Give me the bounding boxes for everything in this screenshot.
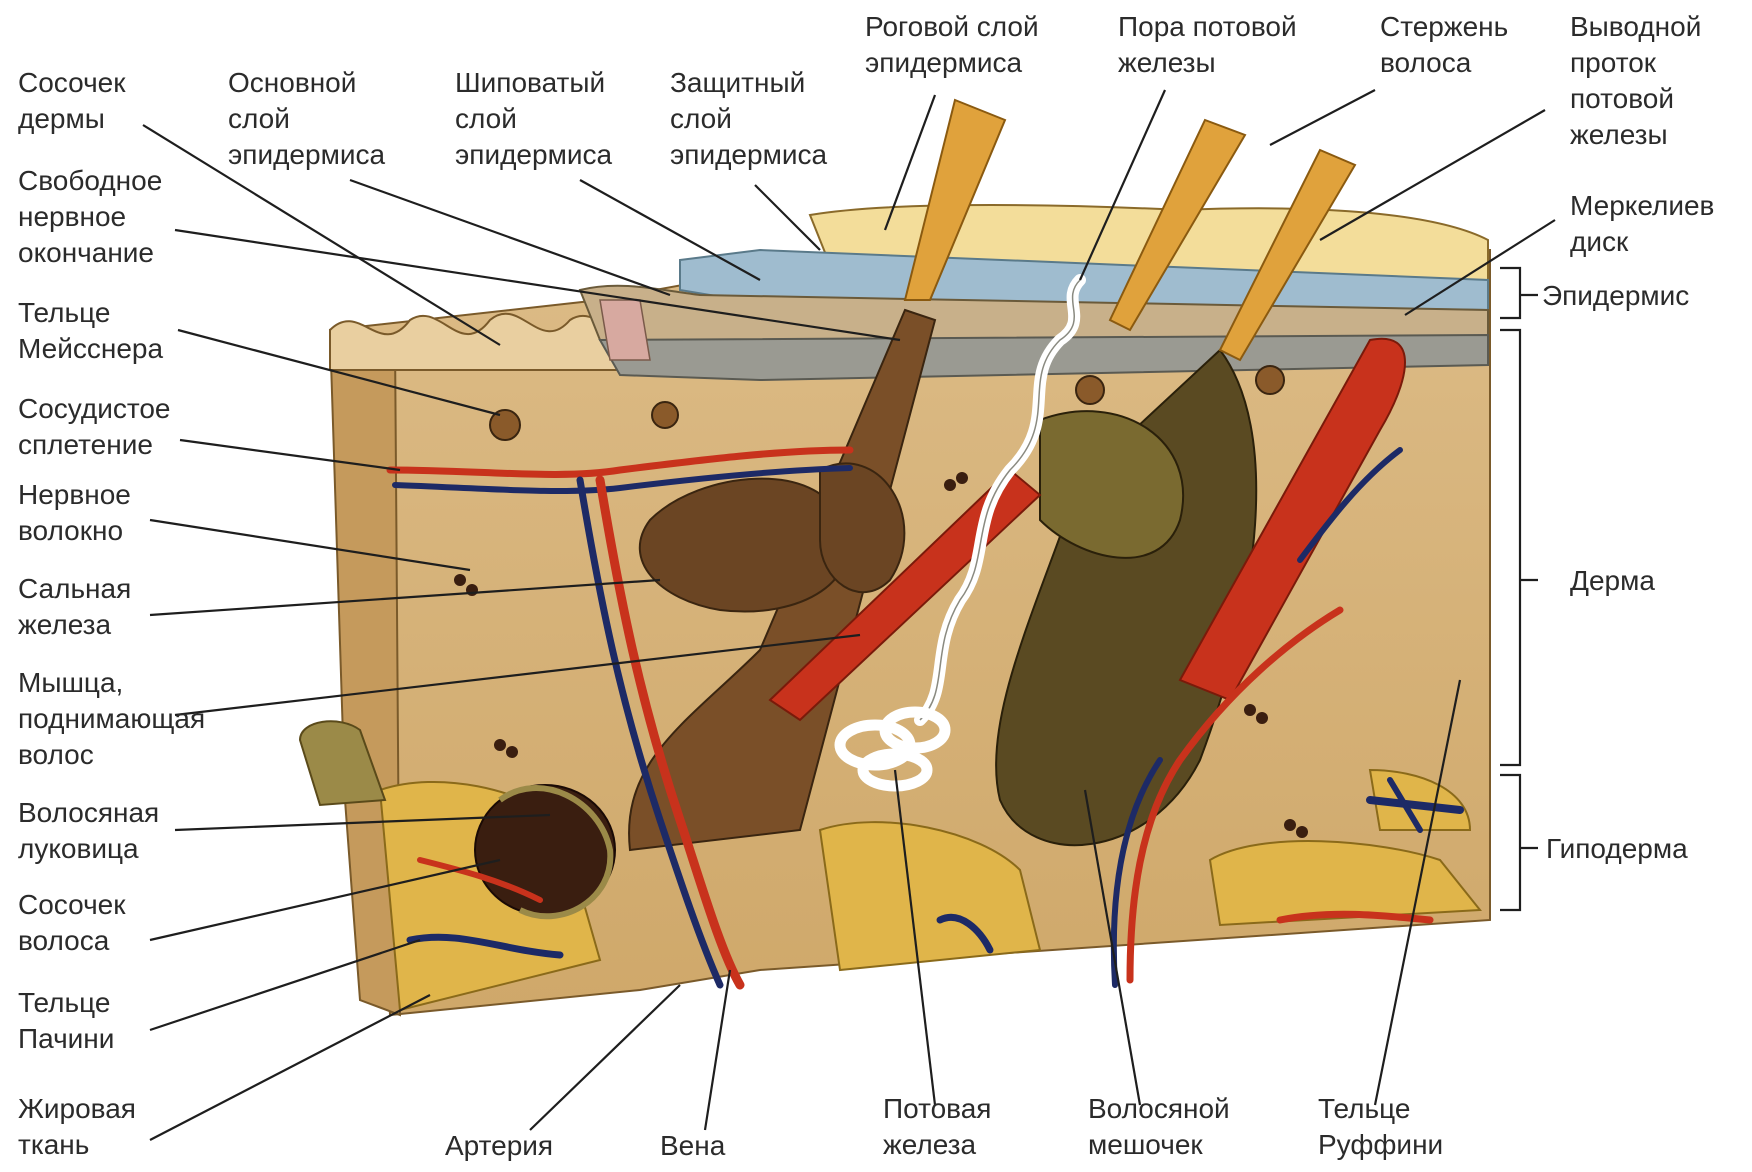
- label-derma: Дерма: [1570, 565, 1655, 596]
- label-meshochek: Волосяной мешочек: [1088, 1093, 1237, 1160]
- label-arteriya: Артерия: [445, 1130, 553, 1161]
- label-osnovnoy-sloy: Основной слой эпидермиса: [228, 67, 385, 170]
- label-potovaya: Потовая железа: [883, 1093, 999, 1160]
- label-pacini: Тельце Пачини: [18, 987, 118, 1054]
- label-gipoderma: Гиподерма: [1546, 833, 1688, 864]
- label-lukovitsa: Волосяная луковица: [18, 797, 167, 864]
- label-svobodnoe-nervnoe: Свободное нервное окончание: [18, 165, 170, 268]
- label-epidermis: Эпидермис: [1542, 280, 1689, 311]
- label-zashchitny-sloy: Защитный слой эпидермиса: [670, 67, 827, 170]
- label-sosochek-dermy: Сосочек дермы: [18, 67, 133, 134]
- label-meissner: Тельце Мейсснера: [18, 297, 163, 364]
- label-nervnoe-volokno: Нервное волокно: [18, 479, 139, 546]
- label-shipovaty-sloy: Шиповатый слой эпидермиса: [455, 67, 613, 170]
- label-merkel: Меркелиев диск: [1570, 190, 1722, 257]
- layer-brackets: [1500, 268, 1538, 910]
- label-salnaya: Сальная железа: [18, 573, 139, 640]
- epidermis-layers: [580, 205, 1488, 380]
- label-vena: Вена: [660, 1130, 726, 1161]
- label-sosochek-volosa: Сосочек волоса: [18, 889, 133, 956]
- label-sosudistoe: Сосудистое сплетение: [18, 393, 178, 460]
- label-ruffini: Тельце Руффини: [1318, 1093, 1443, 1160]
- label-pora-potovoy: Пора потовой железы: [1118, 11, 1304, 78]
- label-rogovoy-sloy: Роговой слой эпидермиса: [865, 11, 1046, 78]
- label-myshtsa: Мышца, поднимающая волос: [18, 667, 213, 770]
- label-sterzhen-volosa: Стержень волоса: [1380, 11, 1516, 78]
- label-vyvodnoy-protok: Выводной проток потовой железы: [1570, 11, 1709, 150]
- label-zhirovaya: Жировая ткань: [18, 1093, 144, 1160]
